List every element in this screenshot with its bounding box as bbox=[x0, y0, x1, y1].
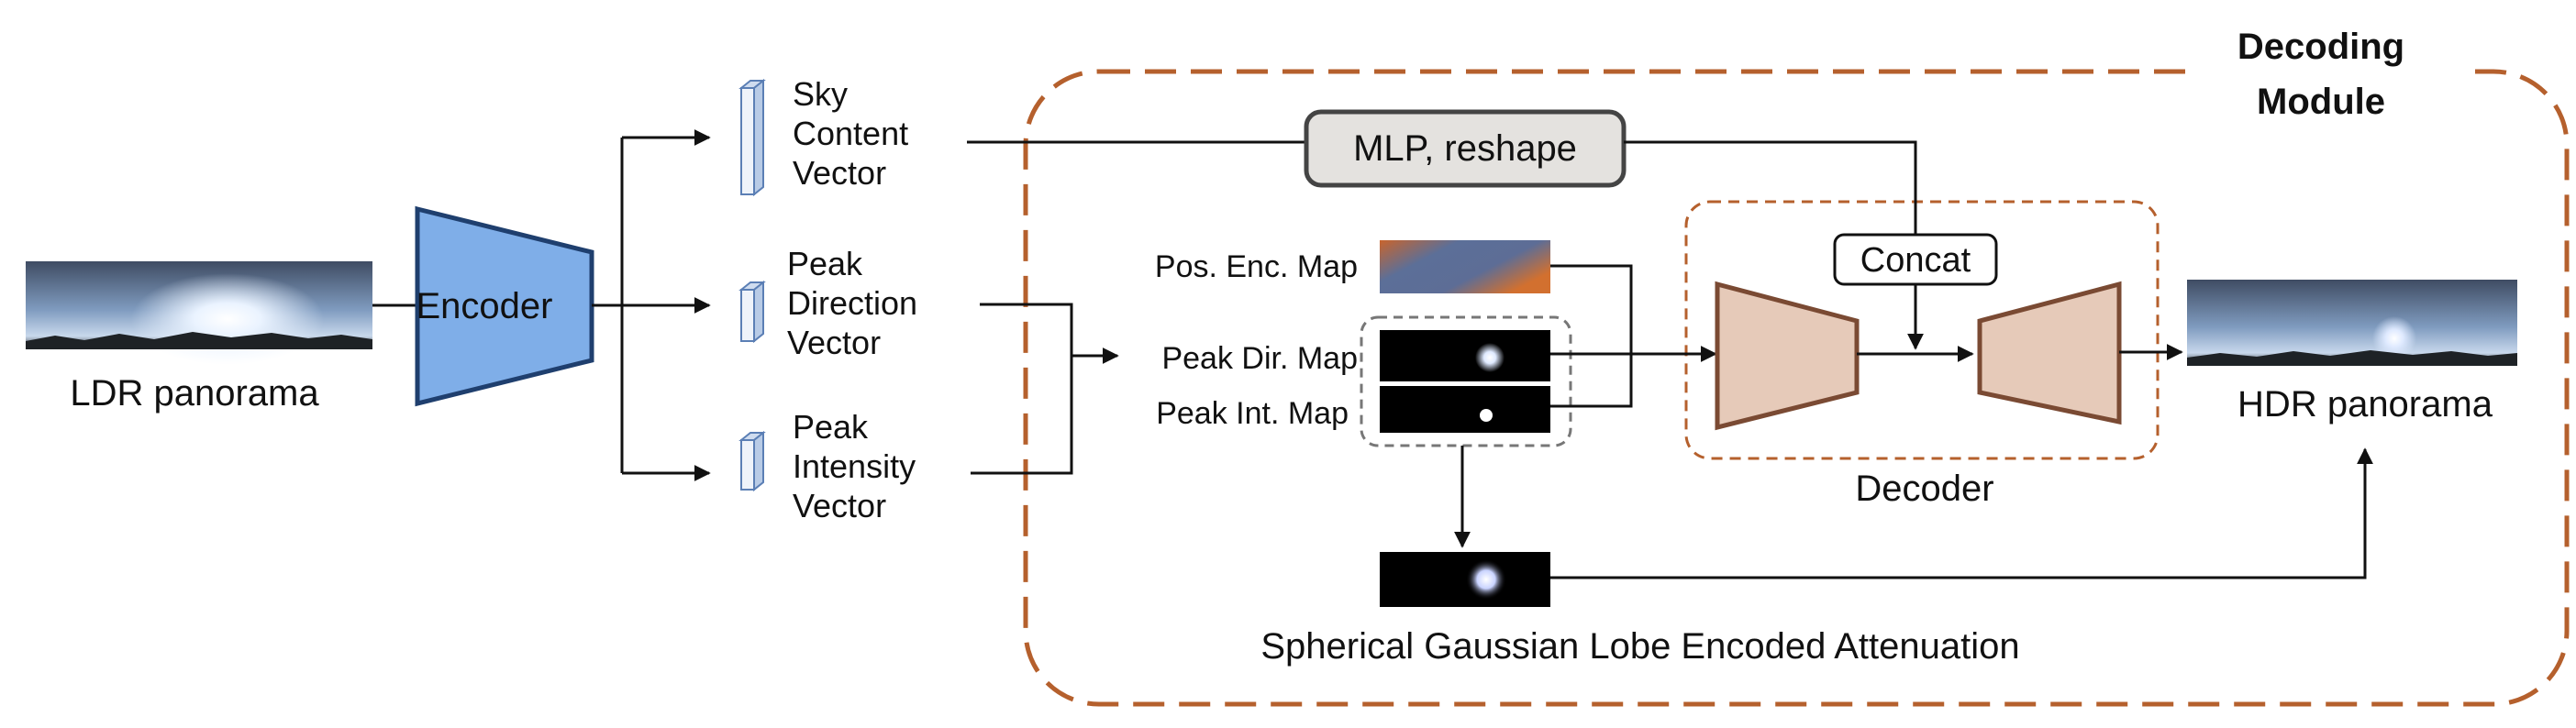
mlp-reshape-box bbox=[1304, 109, 1627, 188]
intensity-vector-label-2: Intensity bbox=[793, 447, 916, 485]
sky-vector-icon bbox=[738, 78, 766, 197]
decoding-module-title-line1: Decoding bbox=[2237, 27, 2404, 67]
ldr-panorama-label: LDR panorama bbox=[70, 373, 319, 414]
direction-vector-label-3: Vector bbox=[787, 324, 881, 361]
encoder-label: Encoder bbox=[416, 286, 553, 326]
intensity-vector-label-1: Peak bbox=[793, 408, 869, 446]
attenuation-lobe bbox=[1466, 559, 1506, 600]
sky-vector-label-3: Vector bbox=[793, 154, 886, 192]
decoding-module-title-bg bbox=[2189, 17, 2464, 136]
intensity-vector-label-3: Vector bbox=[793, 487, 886, 524]
ldr-panorama-image bbox=[26, 261, 372, 365]
direction-vector-label-2: Direction bbox=[787, 284, 917, 322]
direction-vector-label-1: Peak bbox=[787, 245, 863, 282]
pos-enc-map-image bbox=[1380, 240, 1550, 293]
peak-dir-map-image bbox=[1380, 330, 1550, 381]
decoder-decoder-half bbox=[1977, 281, 2122, 425]
link-vectors-merge bbox=[971, 303, 1073, 475]
arrow-attenuation-to-hdr bbox=[1550, 447, 2373, 579]
peak-dir-map-label: Peak Dir. Map bbox=[1161, 341, 1358, 376]
peak-int-map-image bbox=[1380, 386, 1550, 433]
peak-dir-map-spot bbox=[1475, 343, 1505, 372]
decoding-module-border bbox=[1023, 69, 2570, 707]
decoder-dashed-box bbox=[1684, 200, 2160, 460]
pos-enc-map-label: Pos. Enc. Map bbox=[1155, 249, 1358, 284]
hdr-panorama-image bbox=[2187, 280, 2517, 366]
encoder-trapezoid bbox=[415, 205, 594, 407]
link-maps-bracket bbox=[1550, 264, 1633, 408]
hdr-panorama-label: HDR panorama bbox=[2237, 384, 2493, 425]
sky-vector-label-1: Sky bbox=[793, 75, 848, 113]
mlp-reshape-label: MLP, reshape bbox=[1353, 128, 1577, 169]
intensity-vector-icon bbox=[738, 430, 766, 492]
decoding-module-title-line2: Module bbox=[2257, 82, 2385, 122]
peak-int-map-label: Peak Int. Map bbox=[1156, 396, 1349, 431]
peak-maps-dashed-group bbox=[1360, 315, 1572, 447]
sky-vector-label-2: Content bbox=[793, 115, 908, 152]
peak-int-map-dot bbox=[1480, 409, 1493, 422]
attenuation-label: Spherical Gaussian Lobe Encoded Attenuat… bbox=[1260, 626, 2019, 667]
link-mlp-concat bbox=[1624, 140, 1917, 235]
direction-vector-icon bbox=[738, 280, 766, 344]
decoder-encoder-half bbox=[1715, 281, 1860, 431]
concat-label: Concat bbox=[1860, 241, 1971, 280]
attenuation-map-image bbox=[1380, 552, 1550, 607]
decoder-label: Decoder bbox=[1855, 469, 1993, 509]
